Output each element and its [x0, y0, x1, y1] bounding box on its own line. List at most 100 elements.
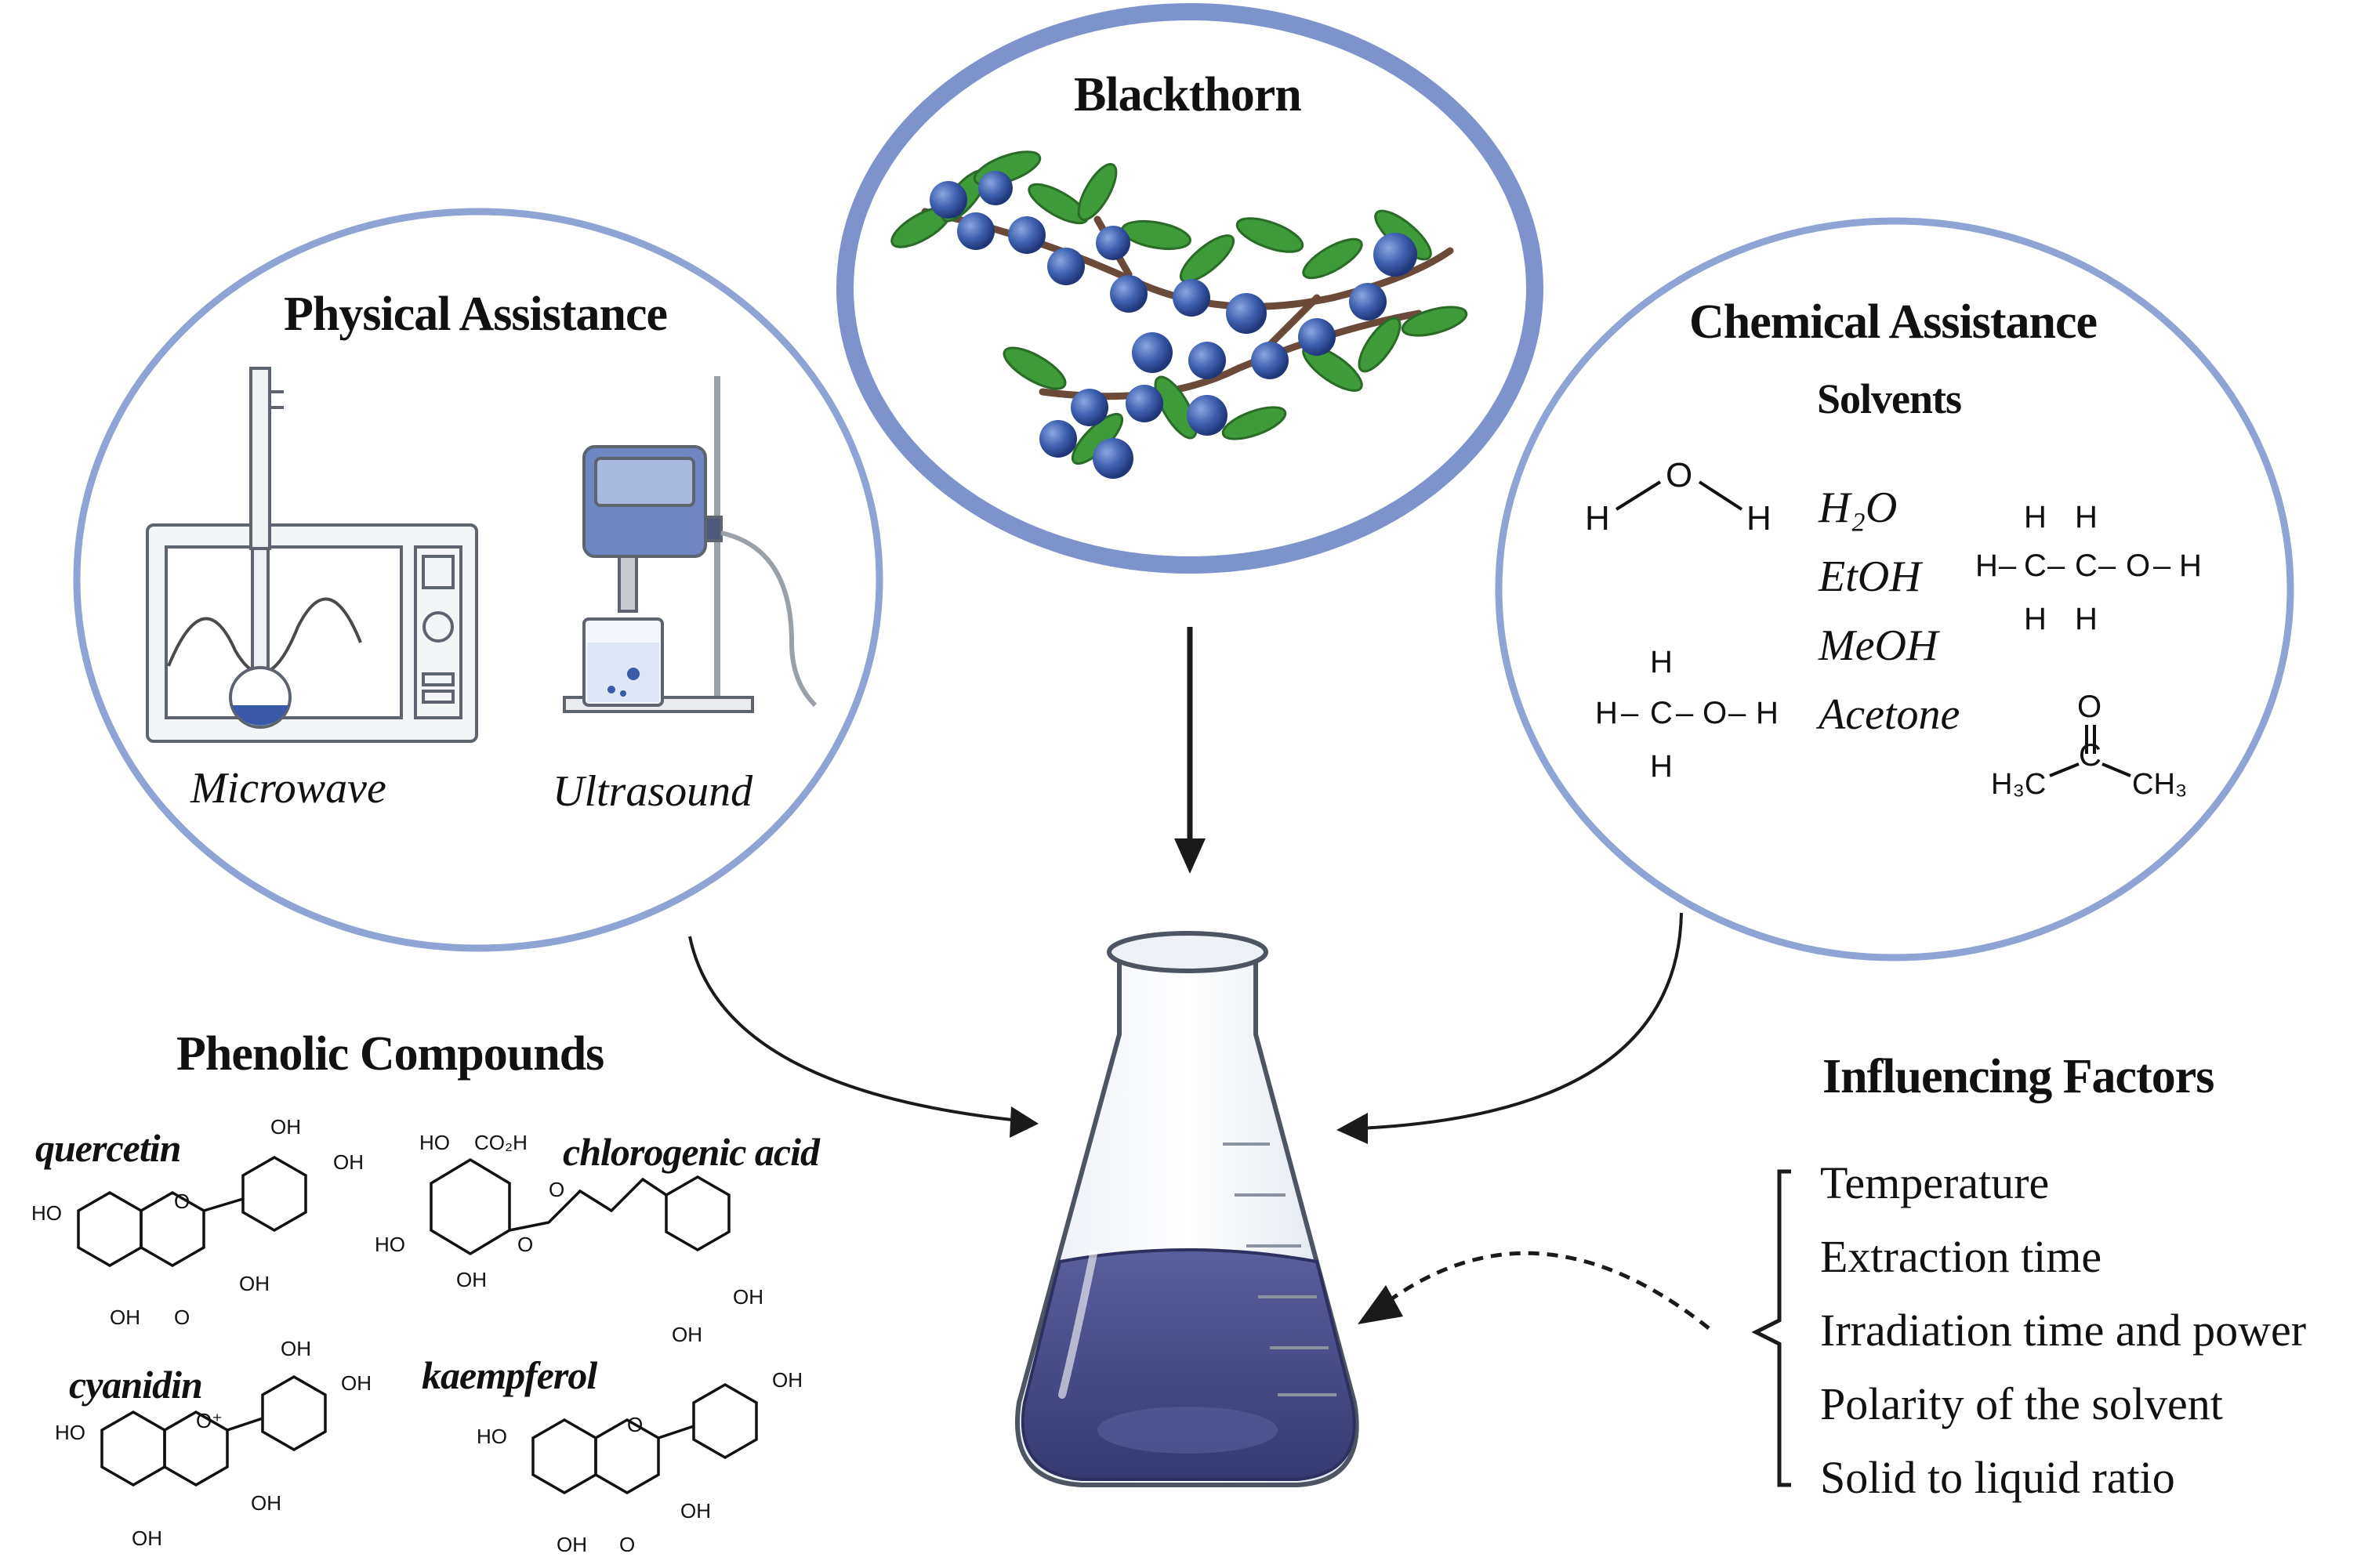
bond-label: – [1999, 549, 2017, 583]
berry [1039, 420, 1077, 458]
erlenmeyer-flask [1014, 931, 1359, 1487]
arrows [688, 627, 1710, 1330]
berry [1251, 342, 1289, 379]
atom-label: H [2075, 500, 2098, 534]
bond-label: – [2153, 549, 2171, 583]
blackthorn-title: Blackthorn [1074, 68, 1302, 121]
bubble [607, 686, 615, 693]
leaf [1235, 217, 1304, 253]
solvent-formula: H₂O [1819, 483, 1898, 532]
group-label: O [517, 1233, 534, 1256]
leaf [1179, 234, 1235, 283]
berry [1349, 283, 1387, 320]
atom-label: C [2024, 549, 2047, 583]
group-label: OH [281, 1337, 311, 1360]
atom-label: C [1650, 696, 1673, 730]
bubble [620, 690, 626, 697]
graduation-marks [1223, 1143, 1336, 1396]
atom-label: O [1703, 696, 1728, 730]
group-label: HO [375, 1233, 405, 1256]
bond-label: – [1676, 696, 1694, 730]
flask-rim [1107, 931, 1268, 973]
group-label: OH [251, 1491, 281, 1515]
factor-item: Irradiation time and power [1820, 1305, 2307, 1356]
group-label: OH [333, 1150, 364, 1174]
group-label: CO₂H [474, 1131, 528, 1154]
probe [618, 555, 638, 613]
chemical-circle [1495, 217, 2294, 961]
ring [77, 1190, 143, 1268]
bond [227, 1417, 263, 1432]
leaf [1302, 237, 1363, 280]
microwave-control-panel [414, 545, 462, 719]
berry [1071, 389, 1108, 426]
flask-neck [251, 547, 270, 675]
atom-label: H [1650, 749, 1673, 784]
clamp [704, 516, 723, 542]
sonicator-panel [594, 457, 695, 507]
atom-label: H₃C [1991, 768, 2047, 801]
microwave-button [422, 672, 455, 686]
group-label: OH [733, 1285, 763, 1309]
atom-label: H [1975, 549, 1998, 583]
berry [1008, 216, 1046, 254]
ring [531, 1418, 597, 1495]
berry [1226, 293, 1267, 334]
arrow-physical-to-flask [688, 936, 1020, 1122]
atom-label: O [1666, 456, 1693, 494]
phenolic-structures [77, 1155, 758, 1495]
atom-label: C [2075, 549, 2098, 583]
bond-label: – [1621, 696, 1639, 730]
microwave-display [422, 555, 455, 589]
chain [509, 1177, 667, 1232]
group-label: OH [341, 1371, 372, 1395]
atom-label: H [2179, 549, 2202, 583]
microwave-knob [422, 611, 454, 643]
factor-item: Temperature [1820, 1157, 2050, 1208]
arrow-chemical-to-flask [1359, 912, 1683, 1130]
atom-label: H [1595, 696, 1618, 730]
ring [665, 1175, 731, 1252]
group-label: OH [270, 1115, 301, 1139]
bond-label: – [1728, 696, 1746, 730]
quercetin-structure [77, 1155, 307, 1268]
ring [692, 1382, 758, 1460]
microwave-label: Microwave [190, 764, 386, 813]
group-label: HO [31, 1201, 62, 1225]
berry [1132, 332, 1173, 373]
compound-name: cyanidin [69, 1363, 203, 1407]
factors-brace [1751, 1169, 1791, 1487]
factor-item: Polarity of the solvent [1820, 1378, 2223, 1429]
group-label: OH [239, 1272, 270, 1295]
solvents-subtitle: Solvents [1817, 375, 1962, 422]
atom-label: H [2075, 602, 2098, 636]
berry [1173, 279, 1210, 317]
atom-label: H [1585, 499, 1610, 538]
solvent-formula: EtOH [1819, 552, 1921, 601]
ring [163, 1410, 229, 1487]
arrow-factors-to-flask [1382, 1251, 1710, 1330]
atom-label: H [1756, 696, 1779, 730]
arrowhead [1174, 838, 1206, 874]
berry [1093, 438, 1133, 479]
physical-assistance-panel [73, 208, 883, 952]
acetone-structure-bonds [2049, 725, 2131, 777]
berry [1298, 318, 1336, 356]
arrowhead [1336, 1113, 1368, 1144]
microwave-button [422, 690, 455, 704]
group-label: OH [456, 1268, 487, 1291]
condenser [249, 367, 271, 550]
ring [100, 1410, 166, 1487]
group-label: O [619, 1533, 636, 1556]
influencing-factors-title: Influencing Factors [1822, 1050, 2214, 1103]
solvent-formula: Acetone [1819, 690, 1960, 739]
berry [1096, 226, 1130, 260]
compound-name: kaempferol [422, 1353, 597, 1397]
bond-label: – [2047, 549, 2065, 583]
ring [140, 1190, 205, 1268]
group-label: OH [110, 1305, 140, 1329]
compound-name: quercetin [35, 1126, 181, 1170]
flask-liquid [232, 705, 288, 726]
arrowhead [1010, 1106, 1039, 1138]
arrowhead [1358, 1285, 1403, 1324]
